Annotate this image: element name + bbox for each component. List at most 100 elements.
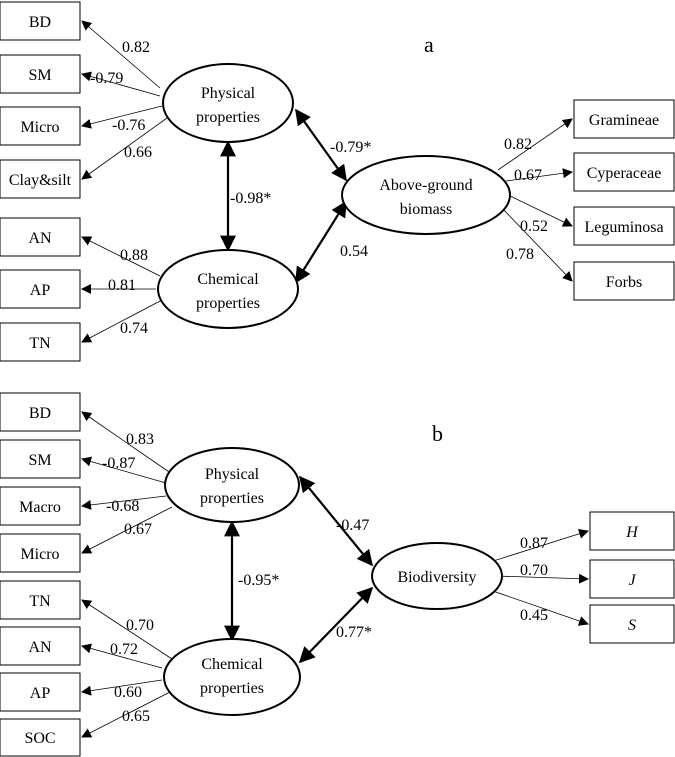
ellipse-a-chemical-line2: properties bbox=[196, 295, 260, 312]
coef-a-clay: 0.66 bbox=[124, 144, 152, 161]
box-a-bd: BD bbox=[0, 1, 81, 41]
ellipse-a-chemical-line1: Chemical bbox=[197, 271, 259, 288]
box-a-cyperaceae: Cyperaceae bbox=[573, 152, 675, 192]
coef-a-micro: -0.76 bbox=[112, 117, 145, 134]
ellipse-a-physical-line1: Physical bbox=[201, 85, 256, 102]
ellipse-a-biomass: Above-ground biomass bbox=[341, 155, 511, 235]
box-b-soc-label: SOC bbox=[24, 730, 55, 747]
coef-b-tn: 0.70 bbox=[126, 617, 154, 634]
coef-a-chem-biomass: 0.54 bbox=[340, 243, 368, 260]
box-b-an-label: AN bbox=[28, 639, 52, 656]
ellipse-b-physical: Physical properties bbox=[164, 447, 300, 523]
box-b-j-label: J bbox=[628, 572, 636, 589]
box-a-tn: TN bbox=[0, 322, 81, 362]
box-a-sm-label: SM bbox=[28, 67, 51, 84]
arrow-a-chem-biomass bbox=[295, 200, 347, 284]
arrow-b-chem-biodiv bbox=[298, 586, 374, 664]
ellipse-a-physical-line2: properties bbox=[196, 109, 260, 126]
box-b-ap: AP bbox=[0, 672, 81, 712]
ellipse-b-physical-line1: Physical bbox=[205, 466, 260, 483]
box-b-micro: Micro bbox=[0, 533, 81, 573]
coef-b-ap: 0.60 bbox=[114, 684, 142, 701]
arrow-b-chem-an bbox=[81, 643, 163, 669]
arrow-a-phys-bd bbox=[81, 20, 161, 89]
box-b-sm: SM bbox=[0, 439, 81, 479]
box-b-bd-label: BD bbox=[29, 405, 51, 422]
coef-a-cyperaceae: 0.67 bbox=[514, 167, 542, 184]
coef-b-phys-chem: -0.95* bbox=[238, 572, 279, 589]
coef-b-s: 0.45 bbox=[520, 607, 548, 624]
arrow-b-chem-ap bbox=[81, 679, 163, 696]
coef-a-an: 0.88 bbox=[120, 247, 148, 264]
box-a-clay-silt: Clay&silt bbox=[0, 159, 81, 199]
arrow-b-phys-macro bbox=[81, 495, 167, 510]
coef-b-h: 0.87 bbox=[520, 535, 548, 552]
coef-b-macro: -0.68 bbox=[106, 498, 139, 515]
box-a-micro: Micro bbox=[0, 106, 81, 146]
box-a-ap: AP bbox=[0, 269, 81, 309]
coef-b-micro: 0.67 bbox=[124, 521, 152, 538]
box-a-cyperaceae-label: Cyperaceae bbox=[587, 165, 662, 182]
coef-b-an: 0.72 bbox=[110, 641, 138, 658]
box-b-ap-label: AP bbox=[30, 685, 51, 702]
arrow-b-phys-sm bbox=[81, 456, 167, 484]
arrow-a-phys-sm bbox=[81, 71, 161, 97]
box-b-s: S bbox=[589, 604, 675, 644]
ellipse-a-physical: Physical properties bbox=[162, 63, 294, 143]
arrow-b-phys-micro bbox=[81, 506, 173, 554]
coef-a-gramineae: 0.82 bbox=[504, 136, 532, 153]
coef-b-phys-biodiv: -0.47 bbox=[336, 517, 369, 534]
box-b-sm-label: SM bbox=[28, 452, 51, 469]
box-a-clay-silt-label: Clay&silt bbox=[9, 172, 72, 189]
box-a-tn-label: TN bbox=[29, 335, 51, 352]
ellipse-b-chemical: Chemical properties bbox=[163, 638, 301, 716]
box-b-tn-label: TN bbox=[29, 593, 51, 610]
box-b-bd: BD bbox=[0, 392, 81, 432]
arrow-a-phys-clay bbox=[81, 117, 168, 180]
box-b-h-label: H bbox=[625, 524, 639, 541]
arrow-b-chem-soc bbox=[81, 691, 171, 738]
box-b-macro-label: Macro bbox=[19, 499, 61, 516]
box-a-leguminosa-label: Leguminosa bbox=[584, 219, 663, 236]
box-b-an: AN bbox=[0, 626, 81, 666]
box-a-gramineae-label: Gramineae bbox=[589, 112, 659, 129]
box-b-h: H bbox=[589, 511, 675, 551]
box-a-an: AN bbox=[0, 217, 81, 257]
arrow-a-bio-cyperaceae bbox=[505, 168, 573, 182]
arrow-a-chem-tn bbox=[81, 299, 163, 343]
arrow-a-bio-gramineae bbox=[497, 118, 573, 171]
ellipse-b-biodiversity-label: Biodiversity bbox=[397, 569, 476, 586]
box-b-s-label: S bbox=[628, 617, 636, 634]
coef-b-soc: 0.65 bbox=[122, 708, 150, 725]
box-a-sm: SM bbox=[0, 54, 81, 94]
ellipse-b-biodiversity: Biodiversity bbox=[371, 542, 503, 610]
panel-a-letter: a bbox=[424, 32, 434, 57]
panel-b-letter: b bbox=[432, 421, 443, 446]
arrow-a-bio-forbs bbox=[499, 205, 573, 282]
coef-a-sm: -0.79 bbox=[90, 70, 123, 87]
box-a-forbs-label: Forbs bbox=[606, 274, 642, 291]
arrow-a-phys-micro bbox=[81, 105, 163, 129]
arrow-b-phys-biodiv bbox=[298, 475, 374, 567]
ellipse-a-biomass-line1: Above-ground bbox=[379, 177, 472, 194]
coef-a-tn: 0.74 bbox=[120, 320, 148, 337]
arrow-a-chem-an bbox=[81, 236, 161, 277]
box-a-ap-label: AP bbox=[30, 282, 51, 299]
box-b-micro-label: Micro bbox=[20, 546, 59, 563]
coef-a-bd: 0.82 bbox=[122, 39, 150, 56]
box-b-macro: Macro bbox=[0, 486, 81, 526]
coef-a-phys-chem: -0.98* bbox=[230, 190, 271, 207]
panel-b: b BD SM Macro Micro TN AN AP bbox=[0, 392, 675, 757]
arrow-b-bio-h bbox=[489, 528, 589, 563]
arrow-b-phys-bd bbox=[81, 411, 173, 475]
arrow-a-bio-leguminosa bbox=[505, 193, 573, 227]
coef-a-ap: 0.81 bbox=[108, 277, 136, 294]
box-b-tn: TN bbox=[0, 580, 81, 620]
box-a-forbs: Forbs bbox=[573, 261, 675, 301]
coef-b-chem-biodiv: 0.77* bbox=[336, 624, 372, 641]
box-a-bd-label: BD bbox=[29, 14, 51, 31]
coef-a-leguminosa: 0.52 bbox=[520, 218, 548, 235]
box-b-j: J bbox=[589, 559, 675, 599]
arrow-b-bio-s bbox=[489, 589, 589, 626]
box-a-an-label: AN bbox=[28, 230, 52, 247]
